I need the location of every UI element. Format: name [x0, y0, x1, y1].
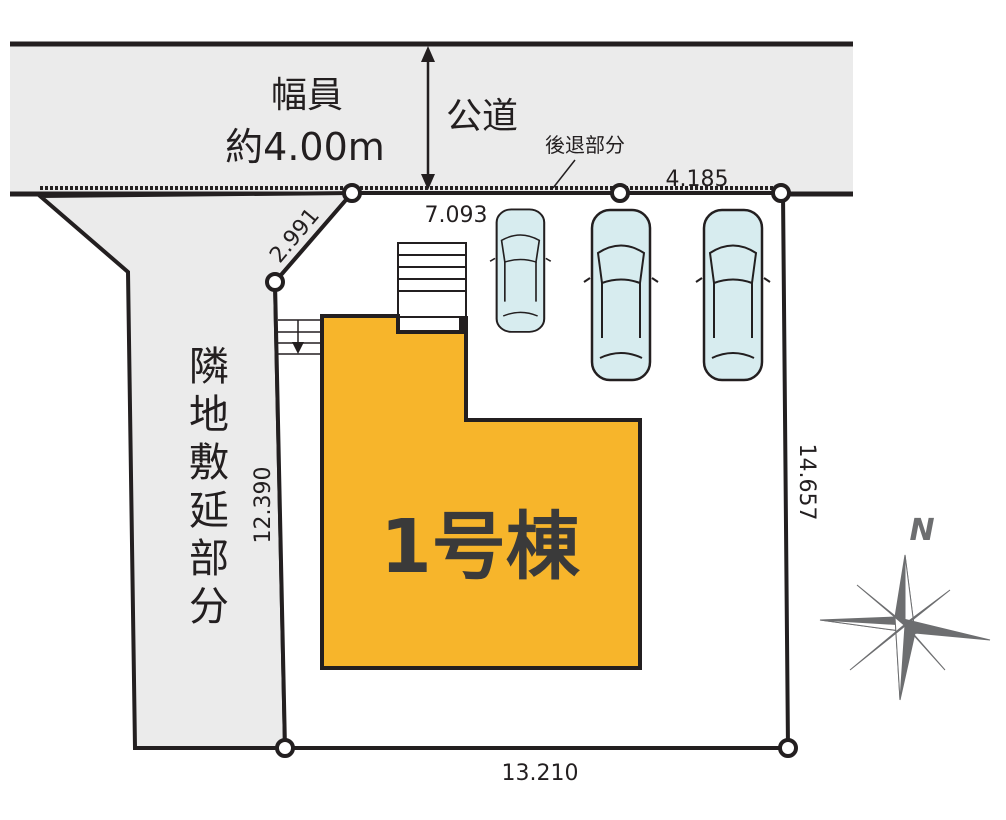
building-label: 1号棟: [380, 504, 580, 590]
boundary-markers: [265, 183, 798, 758]
car-2: [583, 208, 659, 382]
compass-rose-icon: [819, 554, 991, 701]
marker: [342, 183, 362, 203]
marker: [778, 738, 798, 758]
side-steps: [278, 319, 322, 355]
building-pillar: [459, 316, 468, 334]
dim-top-right: 4.185: [666, 167, 729, 192]
marker: [275, 738, 295, 758]
marker: [265, 272, 285, 292]
setback-leader: [552, 159, 576, 189]
road-width-value: 約4.00m: [225, 125, 385, 169]
road-width-label: 幅員: [271, 75, 343, 116]
road-name: 公道: [446, 96, 518, 137]
dim-top-left: 7.093: [425, 203, 488, 228]
road-width-arrow: [421, 46, 435, 190]
dim-left: 12.390: [251, 467, 276, 544]
entrance-steps: [397, 242, 467, 318]
compass-north-label: N: [909, 513, 934, 548]
dim-bottom: 13.210: [502, 761, 579, 786]
car-3: [695, 208, 771, 382]
neighbor-strip-label: 隣地敷延部分: [182, 345, 228, 633]
marker: [771, 183, 791, 203]
building-1: [320, 314, 642, 670]
public-road: [10, 44, 853, 193]
setback-label: 後退部分: [545, 133, 625, 157]
dim-right: 14.657: [794, 444, 819, 521]
marker: [610, 183, 630, 203]
car-1: [489, 208, 552, 333]
